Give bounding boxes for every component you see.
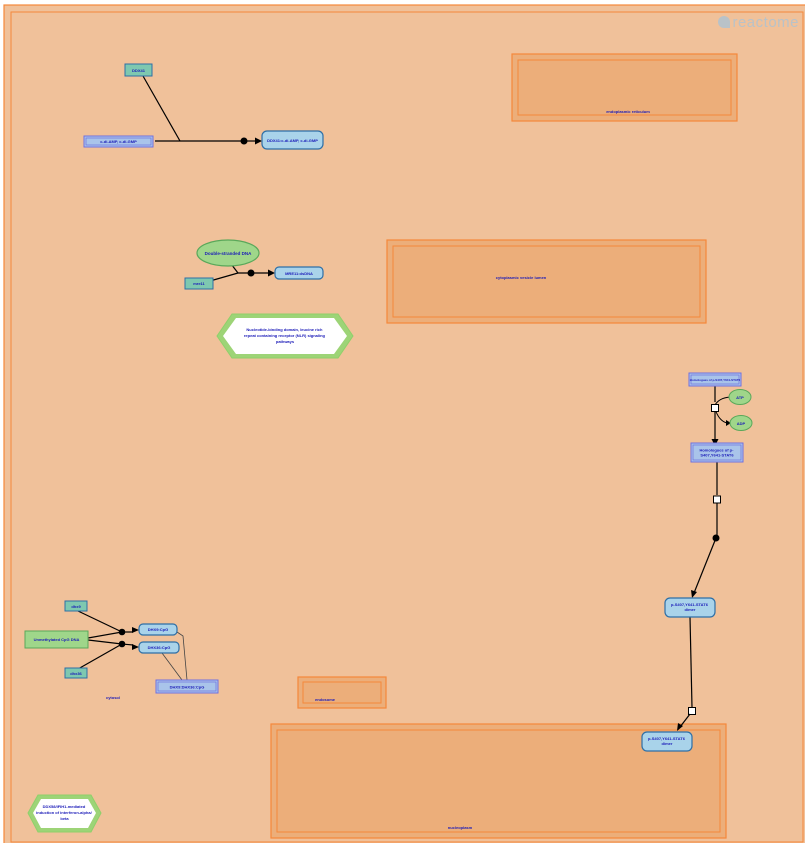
dhx36-binding-node[interactable] (118, 640, 126, 648)
atp-chemical-node[interactable]: ATP (728, 389, 752, 405)
edge-ddx41-input (142, 75, 181, 142)
homologues-mid-label: Homologues of p- S407,Y641-STAT6 (699, 448, 734, 458)
er-label: endoplasmic reticulum (606, 109, 650, 114)
edge-translocation-to-dimer (679, 713, 691, 728)
homologues-mid-complex-node[interactable]: Homologues of p- S407,Y641-STAT6 (690, 442, 744, 463)
mre11-binding-node[interactable] (247, 269, 255, 277)
dhx9-cpg-node[interactable]: DHX9:CpG (138, 623, 178, 636)
nlr-pathway-node[interactable]: Nucleotide-binding domain, leucine rich … (216, 313, 354, 359)
cytosol-inner-border (10, 11, 804, 843)
cytosol-compartment[interactable] (3, 4, 805, 843)
dissociation-process-node[interactable] (713, 495, 721, 504)
dhx9-binding-node[interactable] (118, 628, 126, 636)
cvl-compartment[interactable] (386, 239, 707, 324)
stat6-dimer-label-1: p-S407,Y641-STAT6 dimer (671, 602, 709, 612)
arrowhead-adp (726, 420, 731, 426)
dhx9-gene-node[interactable]: dhx9 (64, 600, 88, 612)
dhx9-cpg-label: DHX9:CpG (148, 627, 168, 632)
edge-atp-input (714, 396, 731, 406)
dhx36-cpg-node[interactable]: DHX36:CpG (138, 641, 180, 654)
edge-binding-to-dimer (693, 537, 717, 594)
cvl-label: cytoplasmic vesicle lumen (496, 275, 547, 280)
dhx9-dhx36-cpg-complex-node[interactable]: DHX9:DHX36:CpG (155, 679, 219, 694)
arrowhead-dhx36-cpg (132, 644, 139, 650)
edge-cpg-input-1 (87, 631, 123, 639)
endosome-label: endosome (315, 697, 336, 702)
atp-label: ATP (736, 395, 744, 400)
mre11-dsdna-label: MRE11:dsDNA (285, 271, 313, 276)
dhx36-label: dhx36 (70, 671, 82, 676)
er-inner-border (517, 59, 732, 116)
dhx9-label: dhx9 (71, 604, 81, 609)
stat6-dimer-node-1[interactable]: p-S407,Y641-STAT6 dimer (664, 597, 716, 618)
reactome-logo-icon (718, 16, 731, 28)
cpg-dna-node[interactable]: Unmethylated CpG DNA (24, 630, 89, 649)
homologues-top-label: Homologues of p-S407,Y641-STAT6 (690, 378, 741, 382)
dhx36-cpg-label: DHX36:CpG (148, 645, 171, 650)
translocation-process-node[interactable] (688, 707, 696, 715)
phosphorylation-process-node[interactable] (711, 404, 719, 412)
arrowhead-dimer-2 (677, 723, 683, 731)
dhx9-dhx36-cpg-label: DHX9:DHX36:CpG (170, 685, 205, 690)
arrowhead-mre11-dsdna (268, 269, 275, 277)
endosome-inner-border (302, 681, 382, 704)
stat6-dimer-label-2: p-S407,Y641-STAT6 dimer (648, 736, 686, 746)
ddx58-pathway-node[interactable]: DDX58/IFIH1-mediated induction of interf… (27, 794, 102, 833)
edge-cpg-input-2 (87, 639, 123, 645)
edge-mre11-input (209, 272, 239, 282)
stat6-dimer-node-2[interactable]: p-S407,Y641-STAT6 dimer (641, 731, 693, 752)
dhx36-gene-node[interactable]: dhx36 (64, 667, 88, 679)
mre11-gene-node[interactable]: mre11 (184, 277, 214, 290)
cytosol-label: cytosol (106, 695, 120, 700)
nlr-pathway-label: Nucleotide-binding domain, leucine rich … (244, 327, 326, 344)
arrowhead-ddx41-complex (255, 137, 262, 145)
nucleoplasm-label: nucleoplasm (448, 825, 473, 830)
cpg-dna-label: Unmethylated CpG DNA (34, 637, 80, 642)
cdiamp-label: c-di-AMP, c-di-GMP (100, 139, 137, 144)
ddx41-label: DDX41 (132, 68, 146, 73)
dsdna-label: Double-stranded DNA (205, 251, 253, 256)
arrowhead-dhx9-cpg (132, 627, 139, 633)
dsdna-chemical-node[interactable]: Double-stranded DNA (196, 239, 260, 267)
homologues-top-complex-node[interactable]: Homologues of p-S407,Y641-STAT6 (688, 372, 742, 387)
adp-label: ADP (737, 421, 746, 426)
edge-dhx36-input (77, 643, 123, 670)
edge-dhx9-input (77, 610, 123, 633)
reactome-logo: reactome (718, 14, 799, 31)
ddx41-complex-node[interactable]: DDX41:c-di-AMP, c-di-GMP (261, 130, 324, 150)
ddx41-gene-node[interactable]: DDX41 (124, 63, 153, 77)
edge-dimer-to-translocation (689, 616, 693, 708)
reactome-logo-text: reactome (732, 14, 799, 31)
ddx41-binding-node[interactable] (240, 137, 248, 145)
edge-dhx36-to-complex (161, 652, 183, 681)
ddx58-pathway-label: DDX58/IFIH1-mediated induction of interf… (36, 804, 93, 821)
mre11-dsdna-node[interactable]: MRE11:dsDNA (274, 266, 324, 280)
adp-chemical-node[interactable]: ADP (729, 415, 753, 431)
cvl-inner-border (392, 245, 701, 318)
mre11-label: mre11 (193, 281, 205, 286)
arrowhead-dimer-1 (691, 590, 697, 598)
ddx41-complex-label: DDX41:c-di-AMP, c-di-GMP (267, 138, 318, 143)
er-compartment[interactable] (511, 53, 738, 122)
nucleoplasm-inner-border (276, 729, 721, 833)
cdiamp-complex-node[interactable]: c-di-AMP, c-di-GMP (83, 135, 154, 148)
edge-dhx9-to-complex (176, 631, 188, 681)
